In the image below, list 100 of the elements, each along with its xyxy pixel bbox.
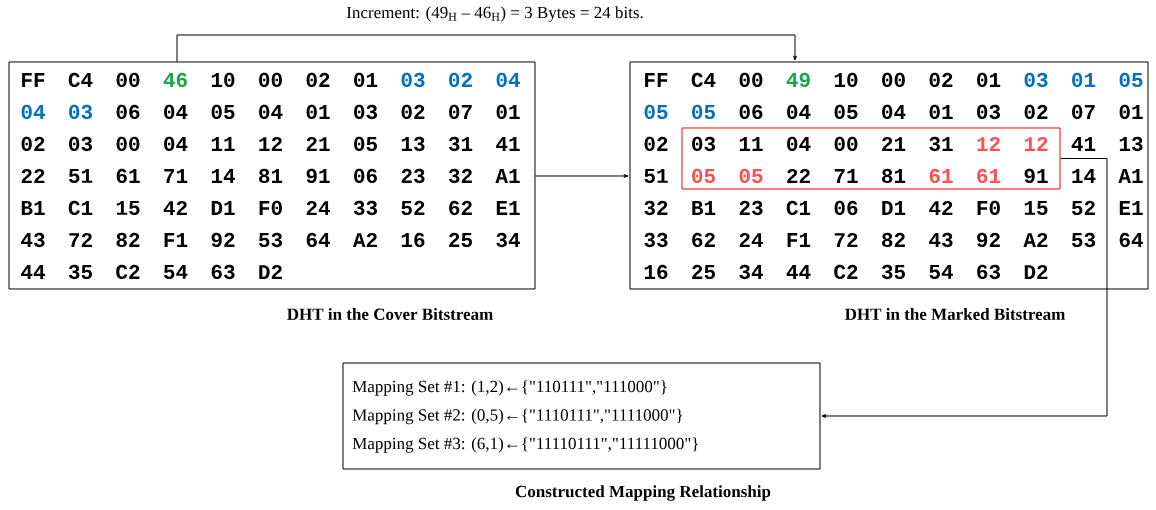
hex-byte: 10 [834, 72, 858, 88]
hex-byte: 15 [116, 200, 140, 215]
hex-byte: 64 [306, 232, 330, 248]
hex-byte: E1 [1119, 201, 1143, 215]
hex-byte: C4 [691, 72, 716, 88]
hex-byte: 15 [1024, 200, 1048, 215]
hex-byte: F1 [164, 233, 188, 247]
hex-byte: C4 [68, 72, 93, 88]
hex-byte: 92 [977, 232, 1000, 248]
hex-byte: 01 [929, 104, 953, 120]
hex-byte: 13 [1119, 136, 1143, 152]
hex-byte: 51 [644, 168, 668, 183]
hex-byte: 04 [882, 104, 906, 120]
hex-byte: 31 [929, 136, 953, 152]
hex-byte: 81 [882, 168, 906, 184]
hex-byte: FF [22, 73, 45, 87]
hex-byte: 02 [929, 72, 953, 88]
hex-byte: 04 [164, 104, 188, 120]
hex-byte: 12 [259, 136, 282, 151]
hex-byte: 71 [834, 169, 858, 183]
hex-byte: 23 [401, 168, 425, 184]
hex-byte: 32 [448, 168, 472, 184]
hex-byte: 11 [739, 137, 763, 151]
hex-byte: 10 [211, 72, 235, 88]
hex-byte: 51 [69, 168, 93, 183]
hex-byte: 05 [211, 104, 235, 120]
hex-byte: 42 [929, 200, 953, 215]
hex-byte: 53 [1071, 232, 1096, 248]
hex-byte: 64 [1119, 232, 1143, 248]
hex-byte: 24 [739, 232, 763, 247]
hex-byte: 02 [449, 72, 472, 88]
hex-byte: 01 [354, 72, 378, 88]
hex-byte: 62 [449, 200, 472, 216]
hex-byte: 53 [259, 232, 283, 248]
hex-byte: B1 [21, 201, 45, 215]
hex-byte: 21 [882, 136, 906, 151]
hex-byte: 06 [354, 168, 377, 184]
hex-byte: 00 [882, 72, 905, 88]
hex-byte: E1 [496, 201, 520, 215]
hex-byte: A2 [1023, 232, 1048, 247]
hex-byte: 06 [739, 104, 763, 120]
hex-byte: 91 [306, 168, 330, 184]
hex-byte: F0 [259, 200, 282, 216]
hex-byte: 07 [449, 104, 472, 120]
hex-byte: 22 [21, 168, 45, 183]
hex-byte: 49 [786, 72, 810, 88]
hex-byte: 33 [644, 232, 668, 248]
hex-byte: 04 [259, 104, 283, 120]
hex-byte: 61 [977, 168, 1001, 184]
hex-byte: D2 [1024, 264, 1048, 279]
mapping-line: Mapping Set #3: (6,1)←{"11110111","11111000"} [352, 437, 698, 453]
hex-byte: 05 [644, 104, 668, 120]
hex-byte: 25 [692, 264, 715, 280]
hex-byte: 07 [1072, 104, 1095, 120]
hex-byte: F1 [787, 233, 811, 247]
hex-byte: 03 [977, 104, 1001, 120]
hex-byte: A1 [1118, 169, 1143, 183]
hex-byte: 05 [354, 136, 377, 152]
hex-byte: 25 [449, 232, 472, 248]
node-label: Constructed Mapping Relationship [515, 485, 771, 501]
hex-byte: 35 [881, 264, 905, 280]
hex-byte: 04 [787, 136, 811, 152]
hex-byte: 11 [211, 137, 235, 151]
node-label: DHT in the Cover Bitstream [287, 308, 493, 320]
hex-byte: 72 [834, 232, 858, 247]
hex-byte: 01 [496, 104, 520, 120]
hex-byte: 05 [692, 104, 715, 120]
hex-byte: 42 [163, 200, 187, 215]
hex-byte: 46 [163, 72, 187, 88]
hex-byte: 03 [69, 136, 93, 152]
hex-byte: 00 [739, 72, 763, 88]
hex-byte: 31 [448, 136, 473, 152]
hex-byte: 14 [1072, 169, 1096, 183]
hex-byte: 34 [739, 264, 763, 280]
hex-byte: 00 [116, 136, 140, 152]
hex-byte: 61 [929, 168, 953, 184]
hex-byte: 06 [834, 200, 858, 216]
hex-byte: 54 [164, 264, 188, 279]
hex-byte: 05 [1119, 72, 1143, 88]
hex-byte: F0 [977, 200, 1000, 216]
hex-byte: 01 [1072, 72, 1096, 88]
hex-byte: 41 [1071, 137, 1096, 151]
hex-byte: 52 [1071, 200, 1095, 216]
node-label: DHT in the Marked Bitstream [844, 308, 1066, 320]
hex-byte: 21 [306, 136, 330, 151]
hex-byte: 04 [787, 104, 811, 120]
hex-byte: 00 [116, 72, 140, 88]
hex-byte: 05 [692, 168, 715, 184]
hex-byte: 71 [164, 169, 188, 183]
hex-byte: 02 [1024, 104, 1048, 120]
edge-label: Increment: (49$_{H}$ – 46$_{H}$) = 3 Bytes = 24 bits. [346, 6, 643, 22]
hex-byte: 05 [834, 104, 858, 120]
hex-byte: 92 [211, 232, 235, 248]
hex-byte: 01 [1119, 104, 1143, 120]
hex-byte: A2 [352, 232, 377, 247]
hex-byte: 03 [401, 72, 425, 88]
mapping-line: Mapping Set #1: (1,2)←{"110111","111000"} [352, 380, 667, 396]
hex-byte: 02 [306, 72, 330, 88]
hex-byte: 91 [1024, 168, 1048, 184]
hex-byte: 16 [644, 264, 668, 280]
